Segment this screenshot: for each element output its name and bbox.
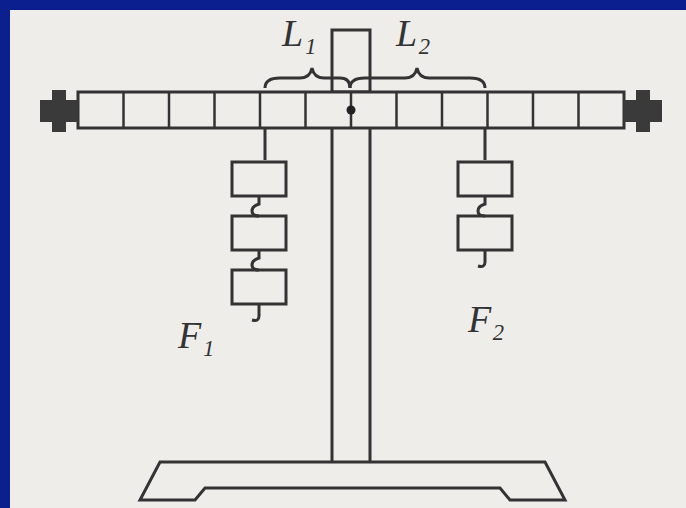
beam-division — [213, 92, 216, 128]
beam-division — [532, 92, 535, 128]
beam-division — [577, 92, 580, 128]
beam-division — [304, 92, 307, 128]
beam-division — [441, 92, 444, 128]
beam-division — [122, 92, 125, 128]
quantity-label: L₁ — [282, 14, 316, 52]
beam-division — [259, 92, 262, 128]
quantity-label: F₂ — [468, 300, 504, 338]
beam-division — [395, 92, 398, 128]
quantity-label: F₁ — [178, 316, 214, 354]
beam-division — [168, 92, 171, 128]
beam-division — [486, 92, 489, 128]
quantity-label: L₂ — [396, 14, 430, 52]
